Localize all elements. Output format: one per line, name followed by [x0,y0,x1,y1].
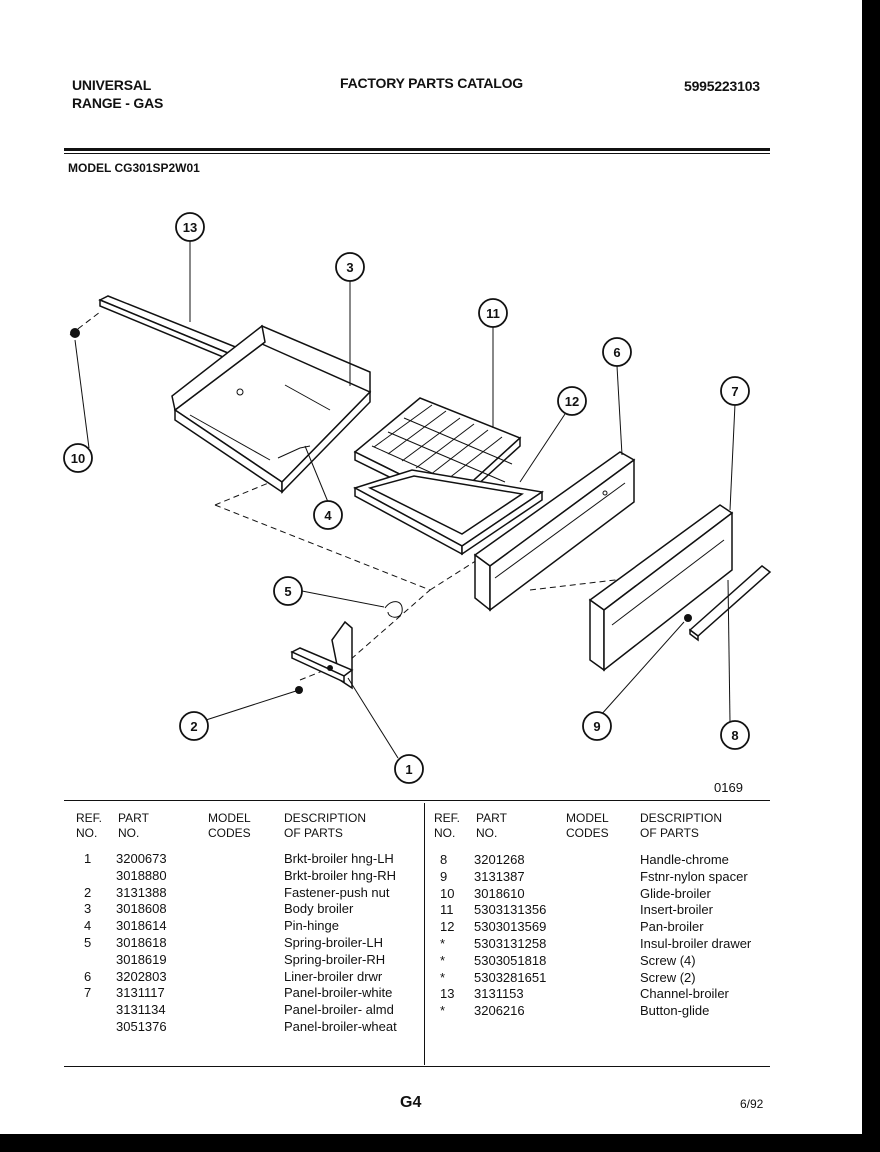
header-rule-thin [64,153,770,154]
leader-line [727,579,731,723]
svg-text:11: 11 [486,306,500,321]
svg-text:2: 2 [190,719,197,734]
callout-1: 1 [394,754,424,784]
svg-text:8: 8 [731,728,738,743]
leader-line [599,621,685,717]
channel-broiler-part [98,295,250,366]
table-divider [424,803,425,1065]
callout-8: 8 [720,720,750,750]
svg-text:13: 13 [183,220,197,235]
liner-broiler-part [473,451,636,612]
svg-text:7: 7 [731,384,738,399]
catalog-page: UNIVERSAL RANGE - GAS FACTORY PARTS CATA… [0,0,862,1134]
svg-text:10: 10 [71,451,85,466]
alignment-line [214,469,301,506]
spring-broiler-part [384,601,403,618]
svg-text:3: 3 [346,260,353,275]
callout-11: 11 [478,298,508,328]
page-number: G4 [400,1094,422,1111]
alignment-line [69,311,101,336]
header-ref-no-right: REF.NO. [434,811,461,840]
leader-line [519,413,566,483]
description-column-right: Handle-chrome Fstnr-nylon spacer Glide-b… [640,852,752,1019]
leader-line [729,403,736,511]
callout-3: 3 [335,252,365,282]
push-nut-part [295,686,303,694]
exploded-parts-diagram: 13 3 11 12 6 7 10 4 5 2 9 8 1 [63,212,772,784]
leader-line [74,339,90,449]
table-top-rule [64,800,770,801]
callout-13: 13 [175,212,205,242]
svg-text:6: 6 [613,345,620,360]
leader-line [301,590,385,608]
catalog-title: FACTORY PARTS CATALOG [340,75,523,91]
leader-line [205,690,297,721]
callout-2: 2 [179,711,209,741]
leader-line [616,365,623,456]
callout-10: 10 [63,443,93,473]
leader-line [347,677,399,759]
svg-text:5: 5 [284,584,291,599]
ref-column-left: 1 2 3 4 5 6 7 [84,851,92,1001]
alignment-line [299,667,331,681]
description-column-left: Brkt-broiler hng-LH Brkt-broiler hng-RH … [284,851,397,1034]
callout-6: 6 [602,337,632,367]
part-column-right: 3201268 3131387 3018610 5303131356 53030… [474,852,547,1019]
header-brand: UNIVERSAL [72,77,152,93]
bracket-broiler-hinge-part [290,620,354,690]
svg-text:4: 4 [324,508,332,523]
svg-text:1: 1 [405,762,412,777]
revision-date: 6/92 [740,1097,764,1111]
handle-chrome-part [688,565,772,642]
leader-line [304,445,329,503]
svg-text:9: 9 [593,719,600,734]
svg-text:12: 12 [565,394,579,409]
spacer-part [684,614,692,622]
pan-broiler-part [353,469,544,556]
table-bottom-rule [64,1066,770,1067]
header-product: RANGE - GAS [72,95,164,111]
header-rule [64,148,770,151]
callout-9: 9 [582,711,612,741]
header-ref-no: REF.NO. [76,811,103,840]
callout-7: 7 [720,376,750,406]
diagram-code: 0169 [714,780,743,795]
catalog-number: 5995223103 [684,78,760,94]
pin-hinge-part [277,445,311,459]
panel-broiler-part [588,504,734,672]
header-left: UNIVERSAL RANGE - GAS [72,76,163,112]
body-broiler-part [171,324,372,494]
part-column-left: 3200673 3018880 3131388 3018608 3018614 … [116,851,167,1034]
button-glide-part [70,328,80,338]
callout-12: 12 [557,386,587,416]
ref-column-right: 8 9 10 11 12 * * * 13 * [440,852,455,1019]
callout-5: 5 [273,576,303,606]
callout-4: 4 [313,500,343,530]
model-number: MODEL CG301SP2W01 [68,161,200,175]
